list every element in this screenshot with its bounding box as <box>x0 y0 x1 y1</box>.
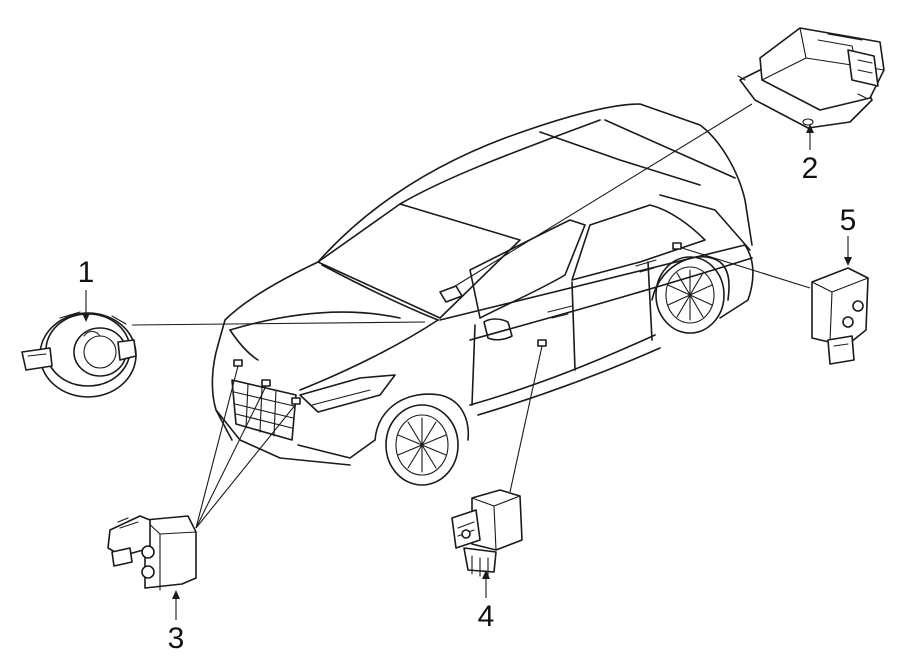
callout-arrows <box>82 124 852 620</box>
front-impact-sensor-part <box>107 515 197 591</box>
callout-4-label: 4 <box>478 600 495 633</box>
airbag-control-module-part <box>737 27 885 129</box>
callout-5-label: 5 <box>840 204 857 237</box>
callout-2-label: 2 <box>802 152 819 185</box>
clock-spring-part <box>21 311 137 398</box>
leader-lines <box>131 103 811 529</box>
callout-3-label: 3 <box>168 622 185 655</box>
rear-impact-sensor-part <box>811 267 869 365</box>
car-illustration <box>211 103 754 486</box>
callout-1-label: 1 <box>78 256 95 289</box>
side-impact-sensor-part <box>451 489 523 577</box>
